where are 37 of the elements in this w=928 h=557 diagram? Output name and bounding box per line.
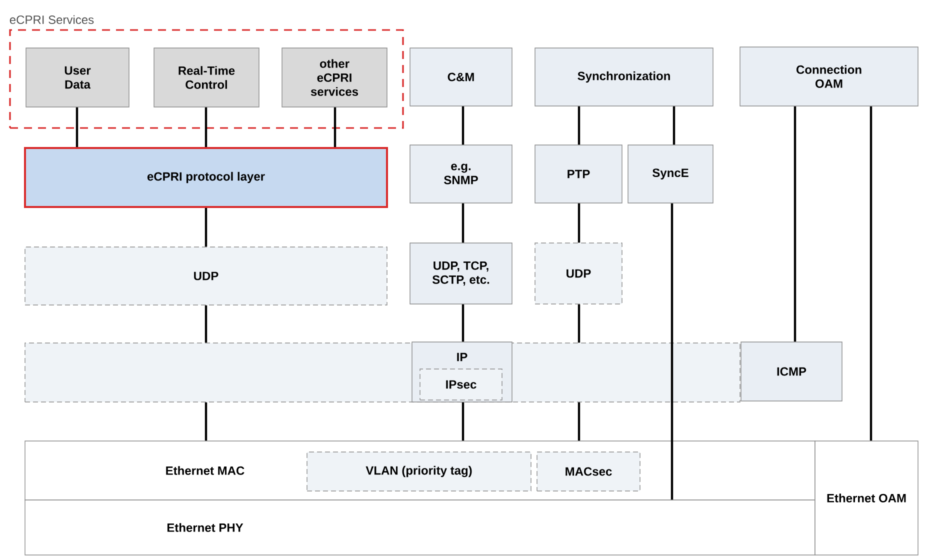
protocol-box: ICMP [740, 342, 842, 402]
service-box: other eCPRI services [282, 48, 388, 108]
protocol-box: SyncE [628, 144, 714, 204]
connector-line [204, 107, 208, 147]
service-box: Real-Time Control [154, 48, 260, 108]
protocol-box: Synchronization [534, 48, 714, 106]
connector-line [76, 107, 78, 147]
protocol-box: Connection OAM [740, 46, 918, 106]
optional-protocol-box: UDP [24, 246, 388, 306]
protocol-box: PTP [534, 144, 622, 204]
protocol-layer-box: eCPRI protocol layer [24, 147, 388, 208]
protocol-box: UDP, TCP, SCTP, etc. [410, 242, 512, 304]
connector-line [462, 106, 464, 145]
connector-line [670, 203, 674, 500]
protocol-box: C&M [410, 48, 512, 106]
protocol-box: e.g. SNMP [410, 144, 512, 204]
connector-line [204, 208, 208, 247]
connector-line [578, 304, 580, 343]
connector-line [462, 304, 464, 342]
optional-protocol-box: VLAN (priority tag) [306, 452, 532, 492]
connector-line [672, 106, 676, 145]
connector-line [204, 402, 208, 441]
connector-line [794, 106, 796, 342]
optional-protocol-box: UDP [534, 242, 622, 304]
connector-line [462, 203, 464, 243]
connector-line [334, 107, 336, 147]
connector-line [204, 305, 208, 343]
node-label: eCPRI Services [10, 15, 94, 24]
connector-line [578, 402, 580, 441]
connector-line [578, 203, 580, 243]
connector-line [462, 402, 464, 441]
optional-protocol-box: MACsec [536, 452, 640, 492]
service-box: User Data [26, 48, 130, 108]
connector-line [870, 106, 872, 441]
optional-protocol-box: IPsec [420, 368, 502, 400]
ethernet-layer-box: Ethernet OAM [814, 440, 918, 556]
connector-line [578, 106, 580, 145]
